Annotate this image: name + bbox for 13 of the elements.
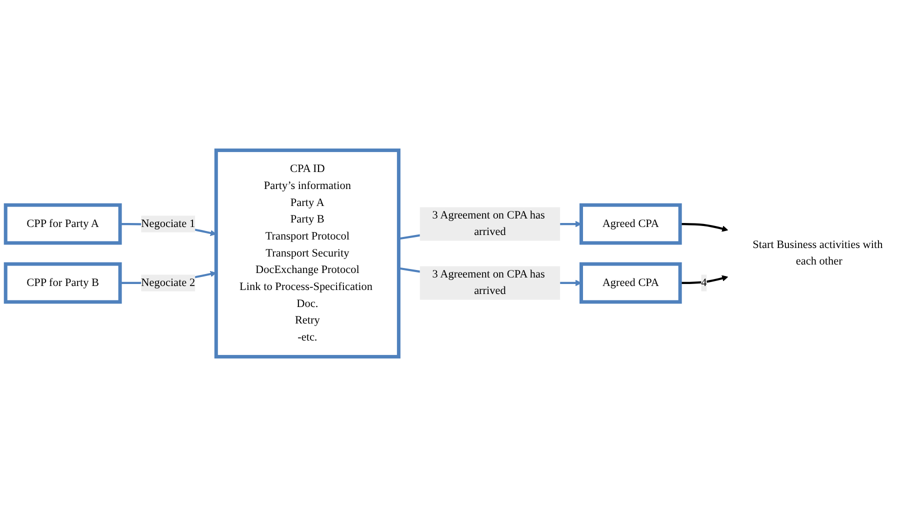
node-text: Start Business activities with each other [752, 238, 883, 268]
arrow [680, 222, 728, 232]
node-box: Agreed CPA [580, 203, 682, 245]
edge-label: Negociate 1 [141, 218, 196, 230]
node-box: CPP for Party A [4, 203, 122, 245]
edge-label: 4 [701, 276, 707, 289]
edge-label: 3 Agreement on CPA has arrived [432, 268, 545, 298]
node-box: CPP for Party B [4, 262, 122, 304]
edge-label: Negociate 2 [141, 276, 196, 289]
edge-label: 3 Agreement on CPA has arrived [432, 209, 545, 238]
node-box: CPA ID Party’s information Party A Party B Transport Protocol Transport Security DocExchange Protocol Link to Process-Specification Doc. Retry -etc. [214, 148, 400, 358]
node-box: Agreed CPA [580, 262, 682, 304]
arrow [680, 275, 728, 284]
